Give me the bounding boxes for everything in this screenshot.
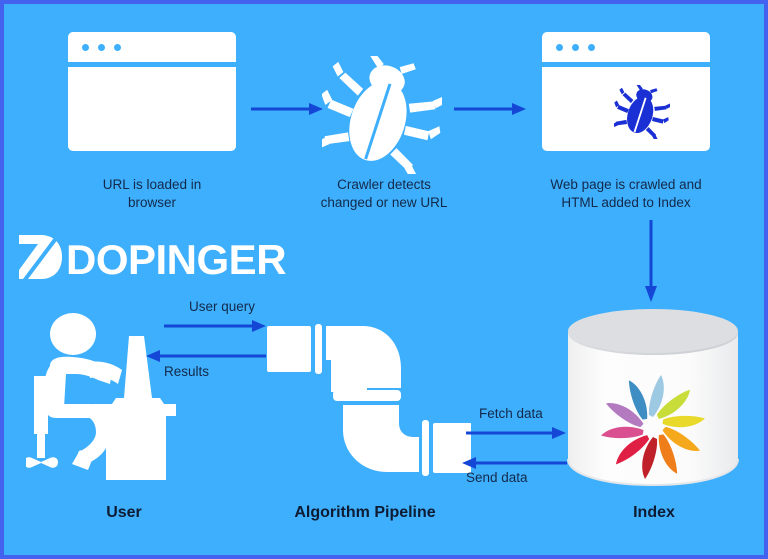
label-fetch-data: Fetch data	[479, 406, 543, 421]
infographic-canvas: URL is loaded in browser	[4, 4, 764, 555]
browser2-dot-3	[588, 43, 595, 51]
browser2-title-bar	[542, 32, 710, 62]
caption-url-loaded: URL is loaded in browser	[102, 177, 202, 210]
person-at-desk-icon	[24, 312, 186, 485]
dopinger-wordmark: DOPINGER	[66, 235, 287, 283]
pinwheel-flower-logo	[601, 375, 705, 479]
browser-window-icon	[68, 32, 236, 151]
label-send-data: Send data	[466, 470, 528, 485]
caption-page-crawled: Web page is crawled and HTML added to In…	[550, 177, 702, 210]
browser-content-area	[68, 67, 236, 151]
dopinger-d-mark-icon	[16, 231, 64, 287]
caption-crawler-detects: Crawler detects changed or new URL	[320, 177, 448, 210]
browser-window-with-bug-icon	[542, 32, 710, 151]
browser-dot-3	[114, 43, 121, 51]
arrow-crawler-to-page	[454, 103, 526, 115]
label-algorithm-pipeline: Algorithm Pipeline	[294, 504, 436, 521]
arrow-url-to-crawler	[251, 103, 323, 115]
arrow-user-query	[164, 320, 266, 332]
label-index: Index	[633, 504, 675, 521]
arrow-results	[146, 350, 266, 362]
database-cylinder-icon	[562, 309, 744, 496]
arrow-fetch-data	[466, 427, 566, 439]
browser-title-bar	[68, 32, 236, 62]
browser-dot-2	[98, 43, 105, 51]
browser2-dot-2	[572, 43, 579, 51]
browser2-content-area	[542, 67, 710, 151]
dopinger-logo: DOPINGER	[16, 231, 287, 287]
arrow-send-data	[462, 457, 567, 469]
arrow-page-to-index	[645, 220, 657, 302]
pipe-icon	[259, 324, 473, 491]
label-results: Results	[164, 364, 210, 379]
label-user-query: User query	[189, 299, 256, 314]
browser2-dot-1	[556, 43, 563, 51]
label-user: User	[106, 504, 142, 521]
bug-blue-icon	[611, 83, 672, 144]
bug-icon	[316, 52, 446, 179]
browser-dot-1	[82, 43, 89, 51]
